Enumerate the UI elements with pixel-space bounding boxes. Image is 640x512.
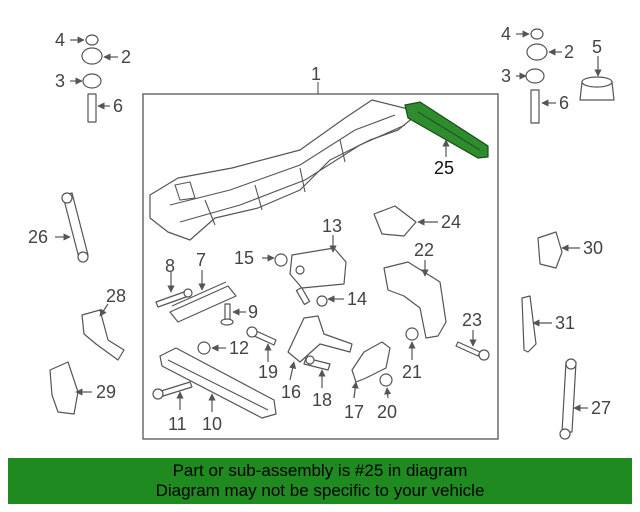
callout-30: 30 <box>583 238 603 258</box>
callout-19: 19 <box>258 362 278 382</box>
callout-11: 11 <box>168 414 187 434</box>
callout-2a: 2 <box>121 47 131 67</box>
part-11-bolt <box>152 381 193 400</box>
parts-left-mounts <box>81 34 103 123</box>
part-8-bolt <box>155 288 193 308</box>
part-27-shock <box>559 358 577 440</box>
callout-2b: 2 <box>564 42 574 62</box>
callout-12: 12 <box>229 338 249 358</box>
callout-21: 21 <box>402 362 422 382</box>
part-30-bracket <box>537 231 563 269</box>
callout-24: 24 <box>441 212 461 232</box>
part-15-nut <box>274 253 288 267</box>
part-26-shock <box>61 192 89 263</box>
callout-15: 15 <box>234 248 254 268</box>
callout-4b: 4 <box>501 24 511 44</box>
part-20-nut <box>379 373 393 387</box>
info-banner: Part or sub-assembly is #25 in diagram D… <box>8 458 632 504</box>
callout-3b: 3 <box>501 66 511 86</box>
banner-line-2: Diagram may not be specific to your vehi… <box>155 481 485 500</box>
part-18-stud <box>303 355 331 371</box>
callout-3a: 3 <box>55 71 65 91</box>
part-21-nut <box>405 327 419 341</box>
part-29-bracket <box>49 361 79 415</box>
part-7-bracket <box>169 281 237 323</box>
callout-8: 8 <box>165 256 175 276</box>
banner-line-1: Part or sub-assembly is #25 in diagram <box>172 461 468 480</box>
callout-31: 31 <box>555 313 575 333</box>
part-13-mount <box>289 247 347 289</box>
callout-22: 22 <box>414 240 434 260</box>
callout-23: 23 <box>462 310 482 330</box>
callout-18: 18 <box>312 390 332 410</box>
callout-6a: 6 <box>113 96 123 116</box>
callout-4a: 4 <box>55 30 65 50</box>
part-23-bolt <box>455 341 490 361</box>
part-16-bracket <box>287 315 353 363</box>
callout-9: 9 <box>248 302 258 322</box>
callout-25: 25 <box>434 158 454 178</box>
callout-28: 28 <box>106 286 126 306</box>
callout-6b: 6 <box>559 93 569 113</box>
callout-5: 5 <box>592 37 602 57</box>
callout-10: 10 <box>202 414 222 434</box>
callout-16: 16 <box>281 382 301 402</box>
part-12-washer <box>197 341 211 355</box>
parts-diagram: 1 25 4 2 3 6 4 2 3 6 5 <box>28 24 615 440</box>
part-19-bolt <box>246 326 277 346</box>
part-9-bolt <box>220 303 234 326</box>
part-22-crossmember <box>383 261 447 339</box>
callout-29: 29 <box>96 382 116 402</box>
callout-13: 13 <box>322 216 342 236</box>
callout-17: 17 <box>344 402 364 422</box>
part-28-bracket <box>81 309 125 361</box>
callout-1: 1 <box>311 64 321 84</box>
part-24-bracket <box>373 205 417 237</box>
part-31-bracket <box>521 295 537 353</box>
callout-20: 20 <box>377 402 397 422</box>
frame-part <box>149 99 421 241</box>
callout-27: 27 <box>591 398 611 418</box>
assembly-box <box>142 93 499 440</box>
part-10-crossmember <box>159 347 277 419</box>
highlighted-part-25 <box>404 101 489 159</box>
part-14-bolt <box>295 286 328 307</box>
callout-14: 14 <box>347 289 367 309</box>
callout-26: 26 <box>28 227 48 247</box>
callout-7: 7 <box>196 250 206 270</box>
